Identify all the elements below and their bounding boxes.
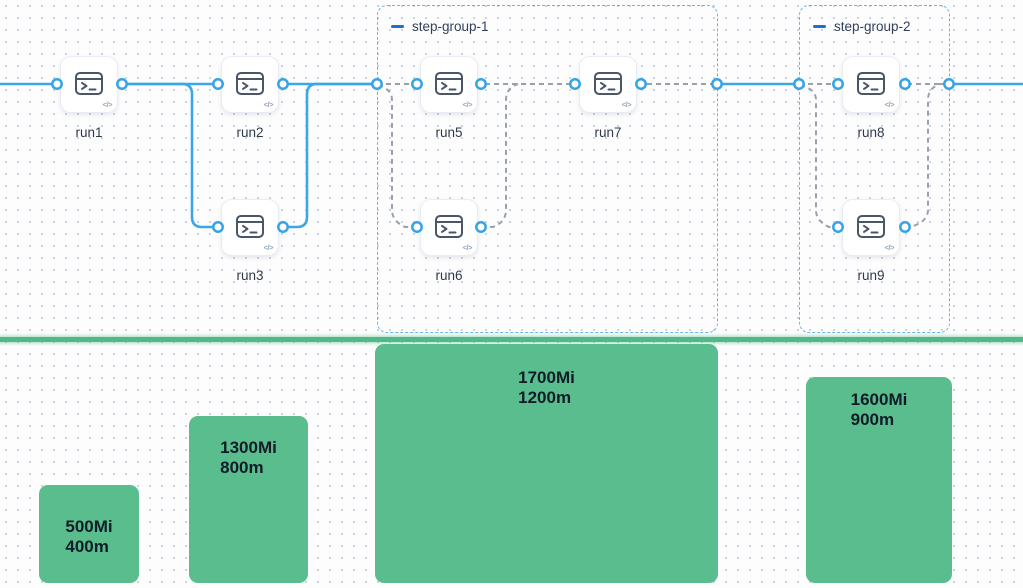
port-handle[interactable] — [116, 78, 128, 90]
memory-value: 1700Mi — [518, 368, 575, 387]
step-group-label: step-group-2 — [834, 19, 911, 34]
terminal-icon — [435, 214, 463, 238]
terminal-icon — [594, 71, 622, 95]
terminal-icon — [236, 214, 264, 238]
node-card[interactable]: </> — [420, 56, 478, 113]
port-handle[interactable] — [899, 221, 911, 233]
code-badge-icon: </> — [263, 100, 274, 109]
port-handle[interactable] — [899, 78, 911, 90]
port-handle[interactable] — [212, 78, 224, 90]
memory-value: 1300Mi — [220, 438, 277, 457]
port-handle[interactable] — [51, 78, 63, 90]
memory-value: 1600Mi — [850, 390, 908, 409]
node-run5[interactable]: </> run5 — [420, 56, 478, 140]
port-handle[interactable] — [832, 221, 844, 233]
port-handle[interactable] — [635, 78, 647, 90]
resource-bar-run1: 500Mi 400m — [39, 485, 139, 583]
node-card[interactable]: </> — [221, 56, 279, 113]
node-card[interactable]: </> — [842, 199, 900, 256]
node-label: run6 — [435, 268, 463, 283]
node-card[interactable]: </> — [221, 199, 279, 256]
code-badge-icon: </> — [621, 100, 632, 109]
step-group-1-header: step-group-1 — [391, 19, 489, 34]
node-card[interactable]: </> — [420, 199, 478, 256]
port-handle[interactable] — [277, 221, 289, 233]
node-run9[interactable]: </> run9 — [842, 199, 900, 283]
code-badge-icon: </> — [884, 243, 895, 252]
port-handle[interactable] — [475, 78, 487, 90]
cpu-value: 1200m — [518, 388, 572, 407]
node-card[interactable]: </> — [60, 56, 118, 113]
node-run6[interactable]: </> run6 — [420, 199, 478, 283]
port-handle[interactable] — [371, 78, 383, 90]
node-run1[interactable]: </> run1 — [60, 56, 118, 140]
port-handle[interactable] — [943, 78, 955, 90]
step-group-2-header: step-group-2 — [813, 19, 911, 34]
code-badge-icon: </> — [884, 100, 895, 109]
port-handle[interactable] — [711, 78, 723, 90]
cpu-value: 900m — [850, 410, 895, 429]
terminal-icon — [857, 214, 885, 238]
terminal-icon — [857, 71, 885, 95]
step-group-1[interactable]: step-group-1 — [377, 5, 718, 333]
port-handle[interactable] — [569, 78, 581, 90]
node-run3[interactable]: </> run3 — [221, 199, 279, 283]
separator-line — [0, 337, 1023, 342]
collapse-icon[interactable] — [391, 25, 404, 28]
step-group-2[interactable]: step-group-2 — [799, 5, 950, 333]
code-badge-icon: </> — [462, 243, 473, 252]
cpu-value: 800m — [220, 458, 264, 477]
node-label: run3 — [236, 268, 264, 283]
port-handle[interactable] — [832, 78, 844, 90]
memory-value: 500Mi — [65, 517, 113, 536]
resource-bar-run2-run3: 1300Mi 800m — [189, 416, 308, 583]
cpu-value: 400m — [65, 537, 109, 556]
node-label: run1 — [75, 125, 103, 140]
collapse-icon[interactable] — [813, 25, 826, 28]
port-handle[interactable] — [793, 78, 805, 90]
node-run8[interactable]: </> run8 — [842, 56, 900, 140]
port-handle[interactable] — [411, 78, 423, 90]
code-badge-icon: </> — [462, 100, 473, 109]
node-run2[interactable]: </> run2 — [221, 56, 279, 140]
port-handle[interactable] — [277, 78, 289, 90]
code-badge-icon: </> — [102, 100, 113, 109]
node-card[interactable]: </> — [842, 56, 900, 113]
step-group-label: step-group-1 — [412, 19, 489, 34]
node-run7[interactable]: </> run7 — [579, 56, 637, 140]
node-label: run2 — [236, 125, 264, 140]
port-handle[interactable] — [212, 221, 224, 233]
node-label: run8 — [857, 125, 885, 140]
port-handle[interactable] — [475, 221, 487, 233]
terminal-icon — [75, 71, 103, 95]
terminal-icon — [435, 71, 463, 95]
code-badge-icon: </> — [263, 243, 274, 252]
resource-bar-step-group-2: 1600Mi 900m — [806, 377, 952, 583]
node-label: run5 — [435, 125, 463, 140]
resource-bar-step-group-1: 1700Mi 1200m — [375, 344, 718, 583]
node-card[interactable]: </> — [579, 56, 637, 113]
node-label: run9 — [857, 268, 885, 283]
node-label: run7 — [594, 125, 622, 140]
port-handle[interactable] — [411, 221, 423, 233]
terminal-icon — [236, 71, 264, 95]
